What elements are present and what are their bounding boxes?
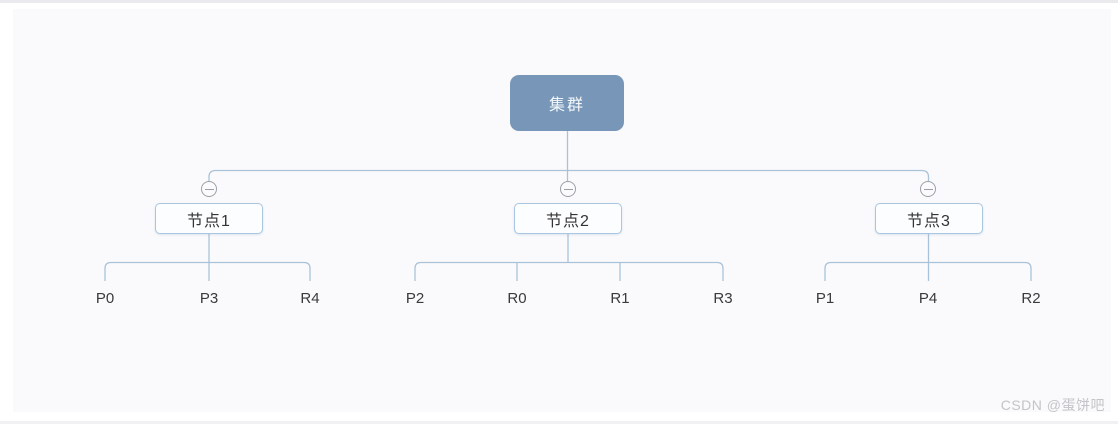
root-node-box[interactable]: 集群	[510, 75, 624, 131]
minus-icon	[204, 188, 214, 190]
node-label: 节点2	[546, 212, 590, 230]
bottom-border-strip	[0, 421, 1118, 424]
leaf-label[interactable]: R4	[300, 290, 320, 307]
leaf-label[interactable]: P3	[199, 290, 219, 307]
collapse-icon-node2[interactable]	[560, 181, 576, 197]
leaf-label[interactable]: P1	[815, 290, 835, 307]
leaf-label[interactable]: R2	[1021, 290, 1041, 307]
leaf-label[interactable]: P0	[95, 290, 115, 307]
watermark: CSDN @蛋饼吧	[1000, 397, 1105, 413]
collapse-icon-node1[interactable]	[201, 181, 217, 197]
leaf-label[interactable]: P4	[918, 290, 938, 307]
leaf-label[interactable]: R0	[507, 290, 527, 307]
leaf-label[interactable]: R3	[713, 290, 733, 307]
leaf-label[interactable]: P2	[405, 290, 425, 307]
node-box-1[interactable]: 节点1	[155, 203, 263, 234]
minus-icon	[923, 188, 933, 190]
node-label: 节点1	[187, 212, 231, 230]
collapse-icon-node3[interactable]	[920, 181, 936, 197]
node-box-3[interactable]: 节点3	[875, 203, 983, 234]
top-border-strip	[0, 0, 1118, 3]
minus-icon	[563, 188, 573, 190]
node-box-2[interactable]: 节点2	[514, 203, 622, 234]
root-node-label: 集群	[548, 97, 585, 114]
leaf-label[interactable]: R1	[610, 290, 630, 307]
node-label: 节点3	[907, 212, 951, 230]
